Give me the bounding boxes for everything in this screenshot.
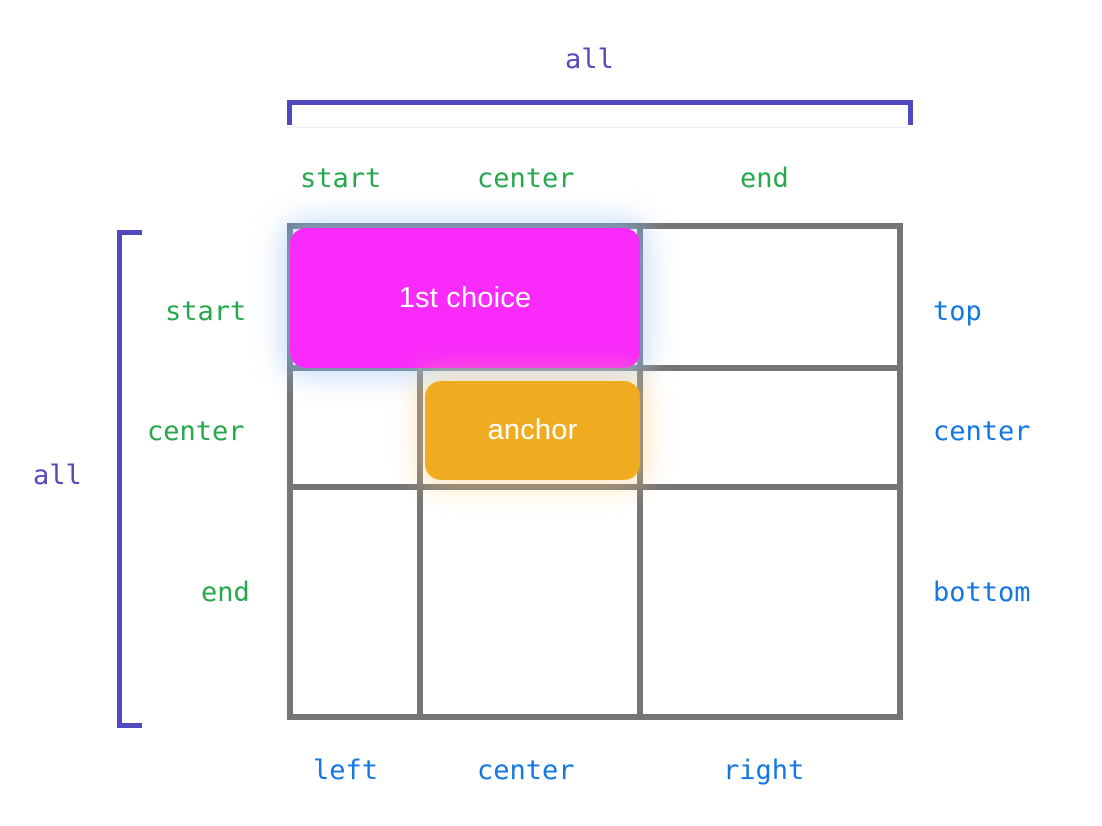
grid-line-v-right [897, 223, 903, 720]
bottom-tick-center: center [477, 755, 575, 786]
bottom-tick-left: left [313, 755, 379, 786]
anchor-label: anchor [487, 414, 578, 446]
grid-line-h-1 [643, 365, 903, 371]
grid-line-v-1 [417, 365, 423, 720]
bottom-tick-right: right [723, 755, 805, 786]
top-tick-end: end [740, 163, 789, 194]
first-choice-label: 1st choice [398, 281, 532, 314]
right-tick-top: top [933, 296, 982, 327]
top-span-bracket [287, 100, 913, 125]
grid-line-v-left [287, 371, 293, 720]
left-span-bracket [117, 230, 142, 728]
right-tick-bottom: bottom [933, 577, 1031, 608]
top-bracket-underline [287, 127, 908, 128]
top-group-label-all: all [565, 44, 614, 75]
first-choice-box[interactable]: 1st choice [290, 228, 640, 368]
grid-line-v-2-highlighted [637, 223, 643, 371]
grid-line-h-bottom [287, 714, 903, 720]
grid-line-v-2 [637, 371, 643, 720]
top-tick-start: start [300, 163, 382, 194]
grid-line-h-top-highlighted [287, 223, 643, 229]
left-tick-start: start [165, 296, 247, 327]
grid-line-h-1-highlighted [287, 365, 643, 371]
grid-line-h-top [643, 223, 903, 229]
right-tick-center: center [933, 416, 1031, 447]
top-tick-center: center [477, 163, 575, 194]
grid-line-h-2 [287, 484, 903, 490]
anchor-box[interactable]: anchor [425, 381, 640, 480]
left-tick-end: end [201, 577, 250, 608]
left-group-label-all: all [33, 460, 82, 491]
left-tick-center: center [147, 416, 245, 447]
